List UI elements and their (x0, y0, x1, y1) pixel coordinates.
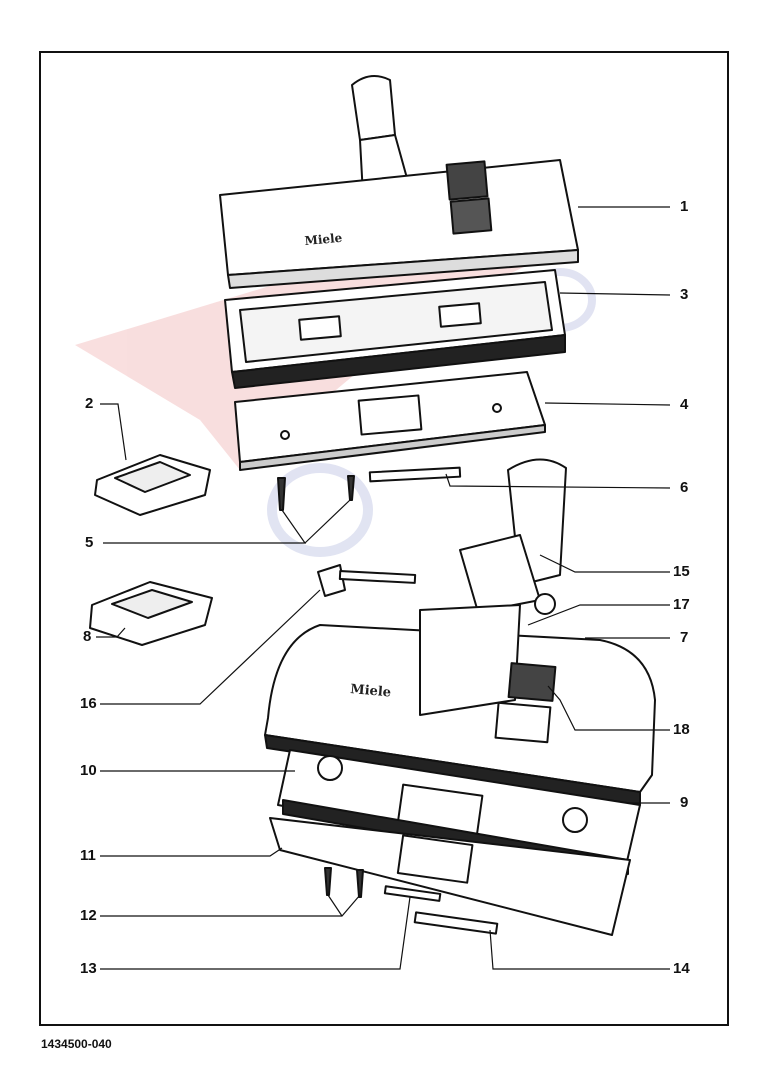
part-2-insert (94, 454, 211, 516)
brand-label: Miele (304, 231, 343, 248)
part-7-main-nozzle: Miele (264, 604, 656, 806)
callout-16: 16 (80, 695, 97, 712)
callout-9: 9 (680, 794, 689, 811)
part-16-lever (317, 564, 417, 597)
part-1-upper-nozzle: Miele (219, 75, 579, 289)
callout-11: 11 (80, 847, 96, 864)
callout-8: 8 (83, 628, 92, 645)
callout-10: 10 (80, 762, 97, 779)
callout-15: 15 (673, 563, 690, 580)
callout-18: 18 (673, 721, 690, 738)
callout-12: 12 (80, 907, 97, 924)
callout-1: 1 (680, 198, 689, 215)
callout-5: 5 (85, 534, 94, 551)
part-11-lower-plate (269, 817, 631, 936)
leader-lines (96, 206, 671, 970)
callout-6: 6 (680, 479, 689, 496)
part-14-clip (413, 911, 499, 935)
part-4-base-plate (234, 371, 546, 471)
part-8-insert (89, 581, 213, 646)
part-15-elbow (459, 458, 567, 615)
callout-17: 17 (673, 596, 690, 613)
part-5-screws (277, 475, 355, 511)
callout-13: 13 (80, 960, 97, 977)
brand-label-lower: Miele (350, 682, 392, 700)
diagram-frame (39, 51, 729, 1026)
callout-2: 2 (85, 395, 94, 412)
part-3-brush-frame (224, 269, 566, 389)
part-13-pin (383, 885, 442, 902)
document-number: 1434500-040 (41, 1037, 112, 1051)
callout-4: 4 (680, 396, 689, 413)
part-12-screws (324, 867, 364, 898)
callout-3: 3 (680, 286, 689, 303)
part-6-pin (368, 466, 462, 483)
callout-14: 14 (673, 960, 690, 977)
callout-7: 7 (680, 629, 689, 646)
